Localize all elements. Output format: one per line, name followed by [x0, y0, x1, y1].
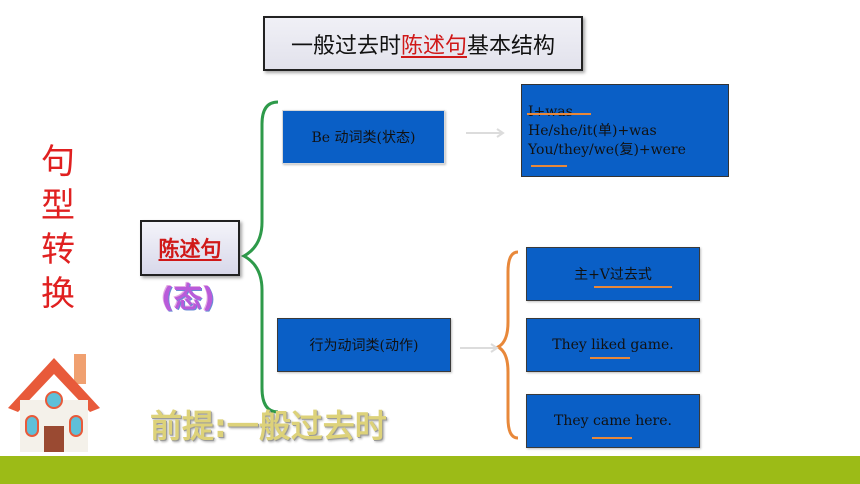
- underline-mark: [531, 165, 567, 167]
- be-verb-node: Be 动词类(状态): [282, 110, 445, 164]
- action-verb-node: 行为动词类(动作): [277, 318, 451, 372]
- house-icon: [8, 354, 100, 452]
- side-title-char: 句: [41, 142, 75, 182]
- orange-brace: [494, 250, 519, 440]
- example-label: They came here.: [554, 413, 672, 429]
- root-label: 陈述句: [158, 237, 222, 261]
- underline-mark: [594, 286, 672, 288]
- side-title-char: 型: [41, 186, 75, 226]
- example-node: They liked game.: [526, 318, 700, 372]
- title-suffix: 基本结构: [467, 33, 556, 59]
- arrow-right-icon: [460, 343, 499, 353]
- arrow-right-icon: [466, 128, 505, 138]
- be-form-line: I+was: [528, 104, 573, 120]
- example-node: They came here.: [526, 394, 700, 448]
- side-title-char: 转: [41, 230, 75, 270]
- premise-text: 前提:一般过去时: [150, 407, 387, 445]
- underline-mark: [527, 113, 591, 115]
- be-form-line: He/she/it(单)+was: [528, 123, 657, 139]
- rule-label: 主+V过去式: [574, 267, 652, 283]
- example-label: They liked game.: [552, 337, 674, 353]
- rule-node: 主+V过去式: [526, 247, 700, 301]
- root-sub-label: (态): [161, 281, 215, 314]
- root-node: 陈述句: [140, 220, 240, 276]
- action-verb-label: 行为动词类(动作): [309, 338, 419, 354]
- be-verb-label: Be 动词类(状态): [311, 130, 416, 146]
- title-prefix: 一般过去时: [290, 33, 401, 59]
- be-form-line: You/they/we(复)+were: [528, 142, 686, 158]
- side-title-char: 换: [41, 274, 75, 314]
- green-brace: [240, 100, 279, 414]
- be-forms-box: I+was He/she/it(单)+was You/they/we(复)+we…: [521, 84, 729, 177]
- underline-mark: [590, 357, 630, 359]
- underline-mark: [592, 437, 632, 439]
- title-highlight: 陈述句: [400, 33, 467, 59]
- ground-strip: [0, 456, 860, 484]
- page-title: 一般过去时陈述句基本结构: [263, 16, 583, 71]
- side-title: 句 型 转 换: [38, 140, 78, 316]
